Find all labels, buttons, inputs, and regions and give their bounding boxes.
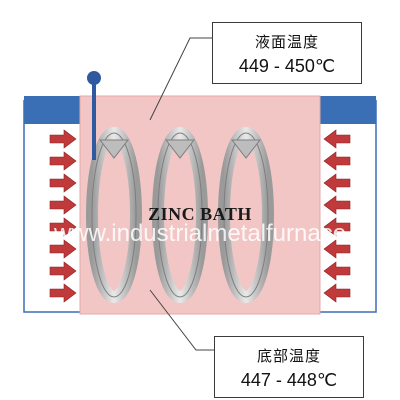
furnace-wall-left [23, 96, 80, 313]
bottom-temperature-value: 447 - 448℃ [240, 370, 338, 390]
bath-title: ZINC BATH [148, 204, 252, 224]
circulation-ring-icon [152, 127, 208, 303]
heat-arrows-left [49, 129, 77, 303]
circulation-rings [86, 127, 274, 303]
surface-temperature-label: 液面温度 [254, 33, 319, 51]
furnace-wall-right [320, 96, 377, 313]
watermark: www.industrialmetalfurnace [53, 220, 347, 247]
bottom-callout-leader [149, 289, 214, 351]
top-callout-leader [149, 37, 212, 121]
surface-temperature-callout: 液面温度 449 - 450℃ [212, 22, 362, 84]
heat-arrow-icon [49, 239, 77, 259]
heat-arrow-icon [49, 129, 77, 149]
heat-arrow-icon [49, 283, 77, 303]
heat-arrow-icon [49, 195, 77, 215]
heat-arrow-icon [323, 195, 351, 215]
heat-arrow-icon [323, 129, 351, 149]
circulation-ring-icon [86, 127, 142, 303]
left-wall-cap [24, 96, 80, 124]
circulation-ring-icon [218, 127, 274, 303]
heat-arrow-icon [49, 217, 77, 237]
heat-arrow-icon [323, 151, 351, 171]
bottom-temperature-callout: 底部温度 447 - 448℃ [214, 336, 364, 398]
heat-arrow-icon [323, 173, 351, 193]
heat-arrow-icon [49, 261, 77, 281]
heat-arrow-icon [323, 261, 351, 281]
heat-arrow-icon [323, 283, 351, 303]
heat-arrow-icon [323, 239, 351, 259]
heat-arrow-icon [49, 173, 77, 193]
thermometer-icon [87, 71, 101, 160]
heat-arrow-icon [323, 217, 351, 237]
surface-temperature-value: 449 - 450℃ [238, 56, 336, 76]
bottom-temperature-label: 底部温度 [256, 347, 321, 365]
heat-arrow-icon [49, 151, 77, 171]
right-wall-cap [320, 96, 376, 124]
heat-arrows-right [323, 129, 351, 303]
